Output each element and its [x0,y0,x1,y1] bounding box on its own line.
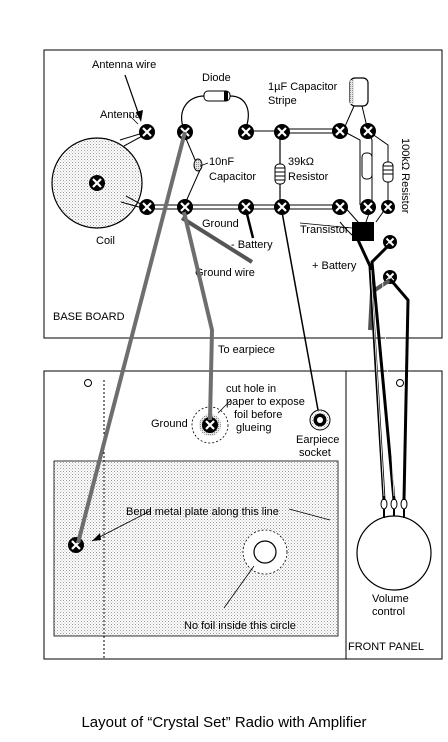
front-panel-title: FRONT PANEL [348,641,424,653]
label-control: control [372,606,405,618]
bend-arrow-head [92,533,101,541]
label-plus-battery: + Battery [312,260,357,272]
capacitor-1uf [342,77,369,132]
label-no-foil: No foil inside this circle [184,620,296,632]
mount-hole-left [84,379,92,387]
base-board-title: BASE BOARD [53,311,125,323]
label-transistor: Transistor [300,224,349,236]
front-leader-lines [91,399,331,609]
label-antenna: Antenna [100,109,142,121]
screw-cap-right [358,121,378,141]
label-capacitor-1uf: 1µF Capacitor [268,81,338,93]
diode [181,90,249,131]
screw-coil-bottom [137,197,157,217]
transistor [339,221,374,241]
label-resistor-39k: 39kΩ [288,156,314,168]
screw-antenna [137,122,157,142]
label-minus-battery: - Battery [231,239,273,251]
front-panel [43,370,443,660]
volume-control-wire-outline [370,269,395,497]
ground-cut-hole [191,406,229,444]
label-socket: socket [299,447,331,459]
base-leader-lines [128,114,353,229]
transistor-leads [342,130,389,232]
label-coil: Coil [96,235,115,247]
antenna-wire-lead [124,74,143,122]
screw-cap-left [330,121,350,141]
earpiece-socket [309,409,331,431]
label-cut-hole-3: foil before [234,409,282,421]
top-bus-wire [246,128,340,134]
battery-minus-wire [180,209,255,264]
label-cut-hole-1: cut hole in [226,383,276,395]
label-to-earpiece: To earpiece [218,344,275,356]
screw-100k [380,199,396,215]
diagram-caption: Layout of “Crystal Set” Radio with Ampli… [81,714,366,731]
label-capacitor-word: Capacitor [209,171,256,183]
label-ground-base: Ground [202,218,239,230]
label-ground-front: Ground [151,418,188,430]
capacitor-10nf [183,133,203,207]
volume-control [356,498,432,591]
ground-wire [182,211,215,421]
label-stripe: Stripe [268,95,297,107]
label-resistor-word: Resistor [288,171,329,183]
label-volume: Volume [372,593,409,605]
label-cut-hole-2: paper to expose [226,396,305,408]
screw-transistor-right [358,197,378,217]
base-board [43,49,443,339]
coil [51,137,143,229]
mount-hole-right [396,379,404,387]
screw-resistor-top [272,122,292,142]
earpiece-wire [281,211,319,411]
label-diode: Diode [202,72,231,84]
label-bend-plate: Bend metal plate along this line [126,506,279,518]
no-foil-circle [242,529,288,575]
label-capacitor-10nf: 10nF [209,156,234,168]
label-antenna-wire: Antenna wire [92,59,156,71]
screw-diode-right [236,122,256,142]
label-ground-wire: Ground wire [195,267,255,279]
label-resistor-100k: 100kΩ Resistor [399,138,411,214]
label-cut-hole-4: glueing [236,422,271,434]
volume-control-wires [356,239,410,501]
screw-plate [66,535,86,555]
screw-transistor-left [330,197,350,217]
metal-plate [53,460,339,637]
label-earpiece: Earpiece [296,434,339,446]
base-screws [137,121,398,285]
resistor-39k [274,131,286,207]
antenna-plate-wire [76,131,187,544]
